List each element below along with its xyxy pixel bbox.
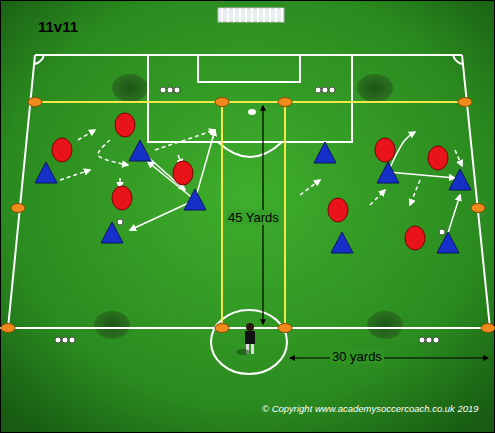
copyright-watermark: © Copyright www.academysoccercoach.co.uk… [262, 403, 479, 414]
goal-net [233, 8, 235, 22]
run-arrow [455, 150, 462, 166]
pass-arrow [195, 130, 215, 200]
ball [315, 87, 321, 93]
area-line [221, 102, 223, 328]
run-arrow [98, 140, 128, 165]
run-arrow [410, 180, 420, 205]
goal-box [198, 55, 300, 82]
cone [215, 324, 229, 333]
blue-player [437, 232, 459, 253]
goal-net [221, 8, 223, 22]
goal-net [257, 8, 259, 22]
red-player [52, 138, 72, 162]
ball [62, 337, 68, 343]
pitch-line [8, 55, 35, 328]
goal-zone [357, 74, 393, 102]
ball [419, 337, 425, 343]
pass-arrow [148, 162, 195, 200]
diagram-title: 11v11 [38, 18, 78, 35]
pitch-line [35, 54, 462, 56]
run-arrow [300, 180, 320, 195]
cone [28, 98, 42, 107]
ball [426, 337, 432, 343]
cone [11, 204, 25, 213]
run-arrow [370, 190, 385, 205]
blue-player [314, 142, 336, 163]
cone [1, 324, 15, 333]
goal [218, 8, 284, 22]
goal-net [245, 8, 247, 22]
goal-zone [94, 311, 130, 339]
penalty-box [148, 55, 352, 142]
ball [322, 87, 328, 93]
pass-arrow [448, 195, 460, 233]
blue-player [184, 189, 206, 210]
ball [160, 87, 166, 93]
red-player [115, 113, 135, 137]
goal-net [269, 8, 271, 22]
ball [433, 337, 439, 343]
coach-shadow [236, 349, 250, 355]
dimension-arrow [290, 357, 488, 358]
ball [329, 87, 335, 93]
ball [69, 337, 75, 343]
goal-net [227, 8, 229, 22]
red-player [428, 146, 448, 170]
cone [278, 324, 292, 333]
goal-net [275, 8, 277, 22]
red-player [173, 161, 193, 185]
dimension-label: 45 Yards [226, 210, 281, 225]
goal-net [263, 8, 265, 22]
red-player [112, 186, 132, 210]
pass-arrow [130, 200, 195, 230]
goal-zone [112, 74, 148, 102]
ball [174, 87, 180, 93]
run-arrow [60, 170, 90, 180]
red-player [328, 198, 348, 222]
cone [481, 324, 495, 333]
cone [278, 98, 292, 107]
corner-arc [453, 55, 462, 64]
cone [458, 98, 472, 107]
cone [471, 204, 485, 213]
red-player [375, 138, 395, 162]
area-line [284, 102, 286, 328]
blue-player [331, 232, 353, 253]
goal-net [281, 8, 283, 22]
red-player [405, 226, 425, 250]
ball [117, 219, 123, 225]
run-arrow [78, 130, 95, 140]
goal-zone [367, 311, 403, 339]
run-arrow [155, 130, 215, 150]
pitch-line [462, 55, 490, 328]
pass-arrow [388, 172, 455, 178]
blue-player [449, 169, 471, 190]
blue-player [377, 162, 399, 183]
ball [439, 229, 445, 235]
goal-net [251, 8, 253, 22]
blue-player [35, 162, 57, 183]
blue-player [129, 140, 151, 161]
penalty-arc [218, 142, 282, 157]
goal-net [239, 8, 241, 22]
dimension-label: 30 yards [330, 349, 384, 364]
ball [167, 87, 173, 93]
ball [55, 337, 61, 343]
penalty-spot [248, 109, 256, 115]
corner-arc [35, 55, 44, 64]
area-line [35, 101, 465, 103]
cone [215, 98, 229, 107]
coach-figure [245, 323, 255, 354]
